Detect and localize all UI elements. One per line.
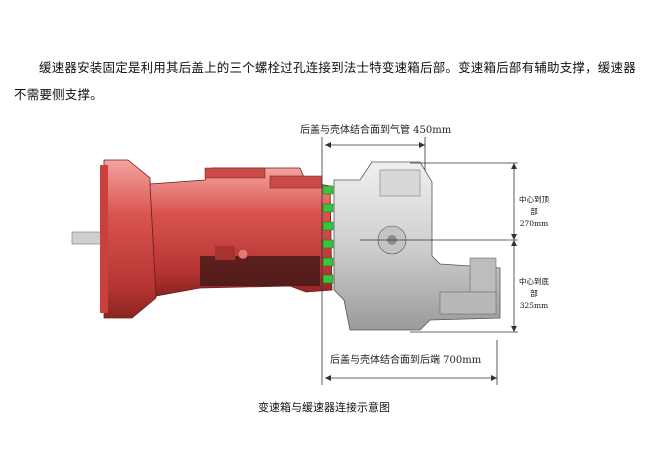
figure-caption: 变速箱与缓速器连接示意图 [258,401,390,414]
dimension-lines [321,137,518,385]
side-bottom-label: 中心到底 部325mm [517,276,551,312]
bell-housing [100,159,157,319]
dim-top-label: 后盖与壳体结合面到气管 450mm [300,125,452,136]
gearbox-housing [149,167,333,297]
body-paragraph: 缓速器安装固定是利用其后盖上的三个螺栓过孔连接到法士特变速箱后部。变速箱后部有辅… [14,60,636,102]
side-top-label: 中心到顶 部270mm [517,194,551,230]
side-bottom-line1: 中心到底 [519,277,549,286]
side-top-line2: 部270mm [519,207,549,228]
side-top-line1: 中心到顶 [519,195,549,204]
retarder-unit [333,161,501,331]
dim-bottom-label: 后盖与壳体结合面到后端 700mm [330,355,482,366]
side-bottom-line2: 部325mm [519,289,549,310]
